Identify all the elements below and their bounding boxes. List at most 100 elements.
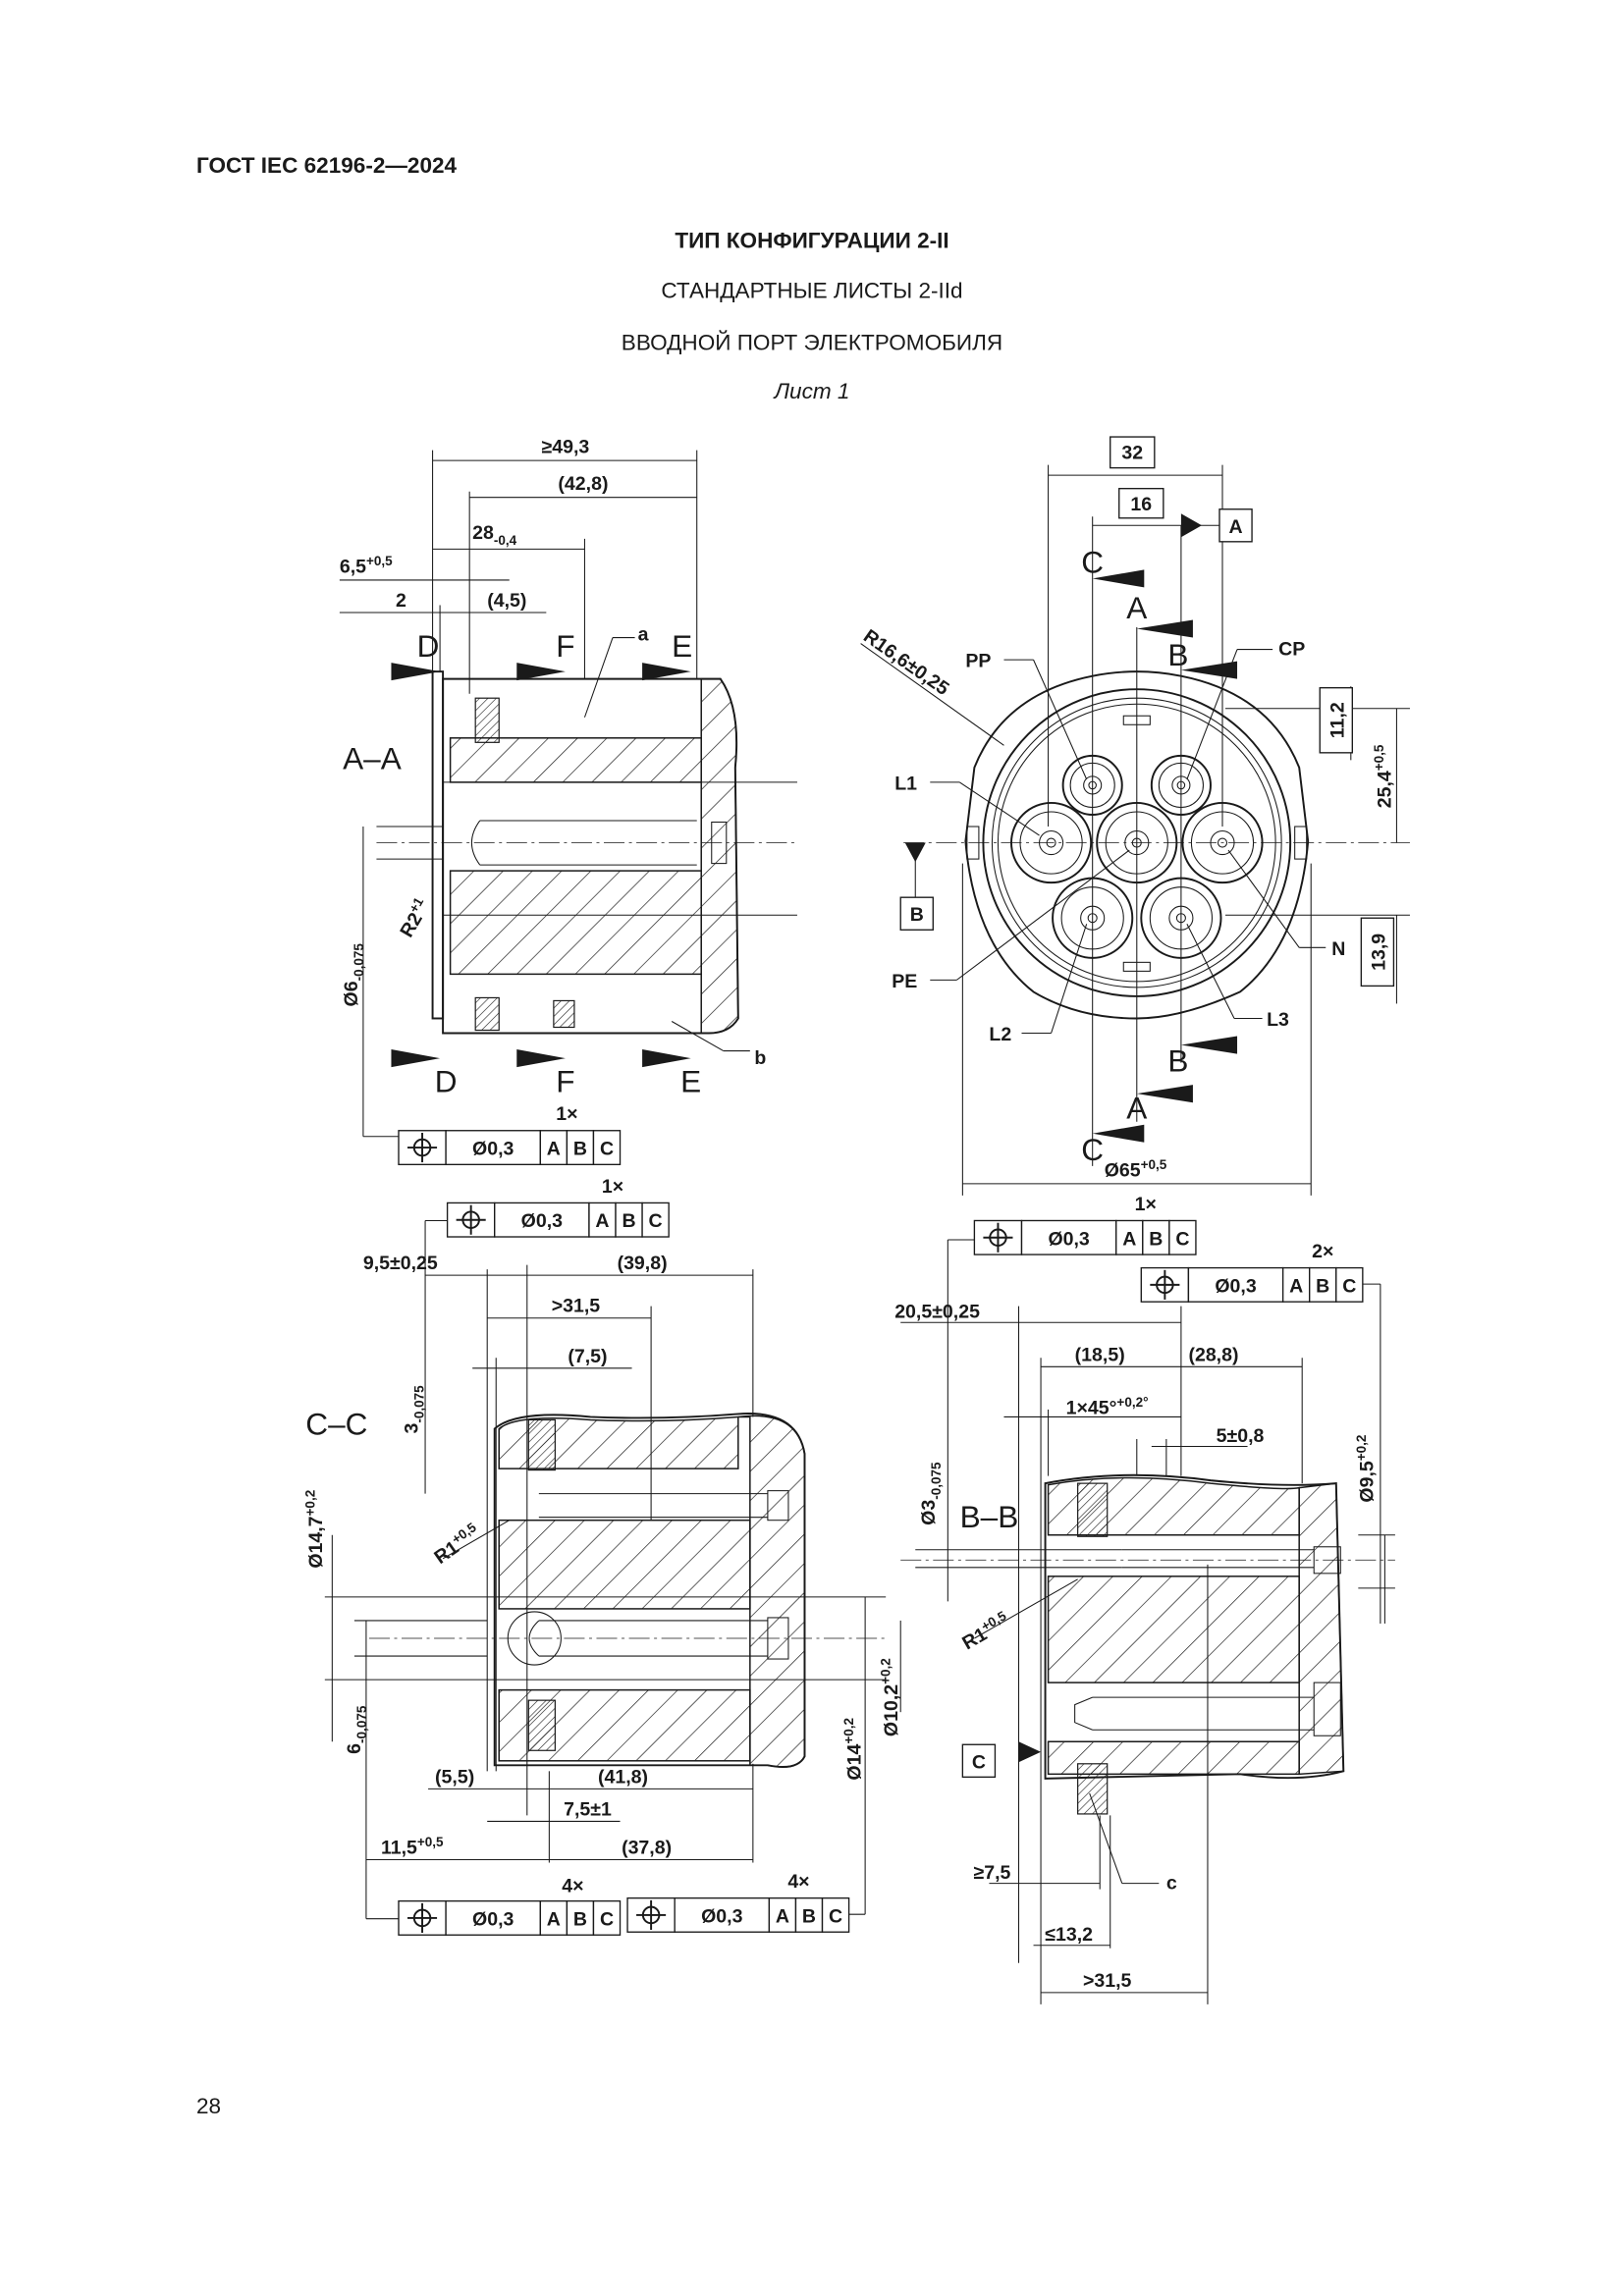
fcf-datum-cell xyxy=(768,1896,797,1933)
position-tolerance-icon xyxy=(456,1204,486,1235)
fcf-tolerance-value: Ø0,3 xyxy=(521,1210,563,1232)
section-mark-d-bottom: D xyxy=(435,1064,458,1099)
fcf-datum-ref: C xyxy=(649,1210,663,1232)
bb-fcf-1-count: 1× xyxy=(1135,1194,1157,1215)
cc-dim-dia14: Ø14+0,2 xyxy=(841,1718,866,1781)
drawing-name: ВВОДНОЙ ПОРТ ЭЛЕКТРОМОБИЛЯ xyxy=(622,330,1002,354)
section-mark-e-top: E xyxy=(672,628,692,664)
cc-dim-11-5: 11,5+0,5 xyxy=(381,1835,444,1859)
fcf-datum-ref: C xyxy=(600,1908,614,1930)
aa-fcf-count: 1× xyxy=(556,1103,577,1125)
front-radius-dim: R16,6±0,25 xyxy=(859,625,952,700)
cc-fcf-right-count: 4× xyxy=(787,1871,809,1893)
bb-dim-dia3: Ø3-0,075 xyxy=(918,1462,944,1525)
bb-dim-18-5: (18,5) xyxy=(1075,1344,1125,1365)
basic-dim-11-2: 11,2 xyxy=(1326,702,1348,738)
fcf-tolerance-value: Ø0,3 xyxy=(701,1905,742,1927)
configuration-title: ТИП КОНФИГУРАЦИИ 2-II xyxy=(675,229,948,253)
position-tolerance-icon xyxy=(407,1133,438,1163)
fcf-datum-ref: C xyxy=(600,1139,614,1160)
cc-fcf-left-count: 4× xyxy=(562,1876,583,1897)
basic-dim-32-box xyxy=(1110,436,1156,469)
cc-dim-31-5: >31,5 xyxy=(552,1296,601,1317)
fcf-tolerance-cell xyxy=(445,1130,542,1166)
label-l2: L2 xyxy=(989,1024,1011,1045)
fcf-tolerance-value: Ø0,3 xyxy=(1215,1275,1256,1297)
fcf-datum-ref: B xyxy=(622,1210,635,1232)
front-section-b-top: B xyxy=(1167,637,1188,672)
label-pe: PE xyxy=(892,971,917,992)
datum-a-label: A xyxy=(1228,516,1242,538)
view-label-aa: A–A xyxy=(343,740,402,775)
aa-dim-28: 28-0,4 xyxy=(472,522,517,548)
cc-dim-39-8: (39,8) xyxy=(618,1253,668,1274)
bb-dim-28-8: (28,8) xyxy=(1188,1344,1238,1365)
fcf-datum-cell xyxy=(592,1899,622,1936)
fcf-datum-ref: B xyxy=(573,1908,587,1930)
section-view-aa: ≥49,3 (42,8) 28-0,4 6,5+0,5 2 (4,5) R2+1… xyxy=(340,437,797,1166)
fcf-datum-cell xyxy=(592,1130,622,1166)
datum-b-label: B xyxy=(910,904,924,926)
cc-dim-5-5: (5,5) xyxy=(435,1766,474,1788)
cc-dim-6: 6-0,075 xyxy=(344,1705,369,1754)
datum-c-label: C xyxy=(972,1751,986,1773)
note-b: b xyxy=(754,1047,766,1069)
label-cp: CP xyxy=(1278,639,1305,661)
fcf-datum-cell xyxy=(641,1201,670,1238)
section-mark-f-top: F xyxy=(556,628,574,664)
fcf-datum-ref: A xyxy=(547,1908,561,1930)
bb-dim-5: 5±0,8 xyxy=(1217,1425,1265,1447)
aa-dim-4-5: (4,5) xyxy=(487,590,526,612)
front-section-a-top: A xyxy=(1126,590,1147,625)
aa-seal-bottom xyxy=(474,996,500,1032)
bb-dim-31-5: >31,5 xyxy=(1083,1970,1132,1992)
front-section-a-bottom: A xyxy=(1126,1091,1147,1126)
label-n: N xyxy=(1331,938,1345,960)
fcf-datum-cell xyxy=(539,1130,568,1166)
cc-dim-dia14-7: Ø14,7+0,2 xyxy=(302,1490,327,1569)
fcf-datum-cell xyxy=(1168,1219,1197,1255)
position-tolerance-icon xyxy=(636,1899,667,1930)
datum-c-box xyxy=(961,1743,997,1779)
basic-dim-13-9: 13,9 xyxy=(1368,934,1389,971)
standard-number: ГОСТ IEC 62196-2—2024 xyxy=(196,153,458,178)
aa-hatch-bottom xyxy=(449,870,702,976)
bb-dim-r1: R1+0,5 xyxy=(957,1608,1013,1654)
bb-dim-chamfer: 1×45°+0,2° xyxy=(1066,1395,1149,1419)
fcf-tolerance-value: Ø0,3 xyxy=(1048,1228,1089,1250)
fcf-datum-cell xyxy=(1142,1219,1170,1255)
fcf-datum-cell xyxy=(615,1201,643,1238)
aa-seal-top xyxy=(474,697,500,743)
view-label-cc: C–C xyxy=(305,1406,367,1441)
aa-hatch-top xyxy=(449,737,702,783)
label-l1: L1 xyxy=(894,773,917,794)
fcf-datum-ref: B xyxy=(1316,1275,1329,1297)
aa-dim-6-5: 6,5+0,5 xyxy=(340,554,393,578)
fcf-tolerance-cell xyxy=(445,1899,542,1936)
cc-dim-7-5: (7,5) xyxy=(568,1346,607,1367)
fcf-datum-cell xyxy=(1115,1219,1144,1255)
fcf-tolerance-cell xyxy=(674,1896,771,1933)
bb-dim-dia9-5: Ø9,5+0,2 xyxy=(1354,1435,1379,1503)
fcf-datum-ref: A xyxy=(1289,1275,1303,1297)
fcf-datum-ref: B xyxy=(802,1905,816,1927)
label-l3: L3 xyxy=(1267,1009,1289,1031)
cc-dim-dia10-2: Ø10,2+0,2 xyxy=(879,1658,903,1736)
bb-dim-20-5: 20,5±0,25 xyxy=(894,1302,980,1323)
aa-dim-r2: R2+1 xyxy=(394,894,435,941)
fcf-datum-ref: A xyxy=(776,1905,789,1927)
fcf-datum-ref: C xyxy=(1175,1228,1189,1250)
bb-fcf-2-count: 2× xyxy=(1312,1241,1333,1262)
front-dim-25-4: 25,4+0,5 xyxy=(1372,744,1396,808)
cc-dim-r1: R1+0,5 xyxy=(429,1520,485,1569)
bb-dim-7-5: ≥7,5 xyxy=(974,1862,1011,1884)
fcf-tolerance-cell xyxy=(1187,1266,1284,1303)
bb-body-outline xyxy=(1044,1473,1345,1780)
fcf-datum-cell xyxy=(1335,1266,1364,1303)
fcf-datum-ref: C xyxy=(1342,1275,1356,1297)
